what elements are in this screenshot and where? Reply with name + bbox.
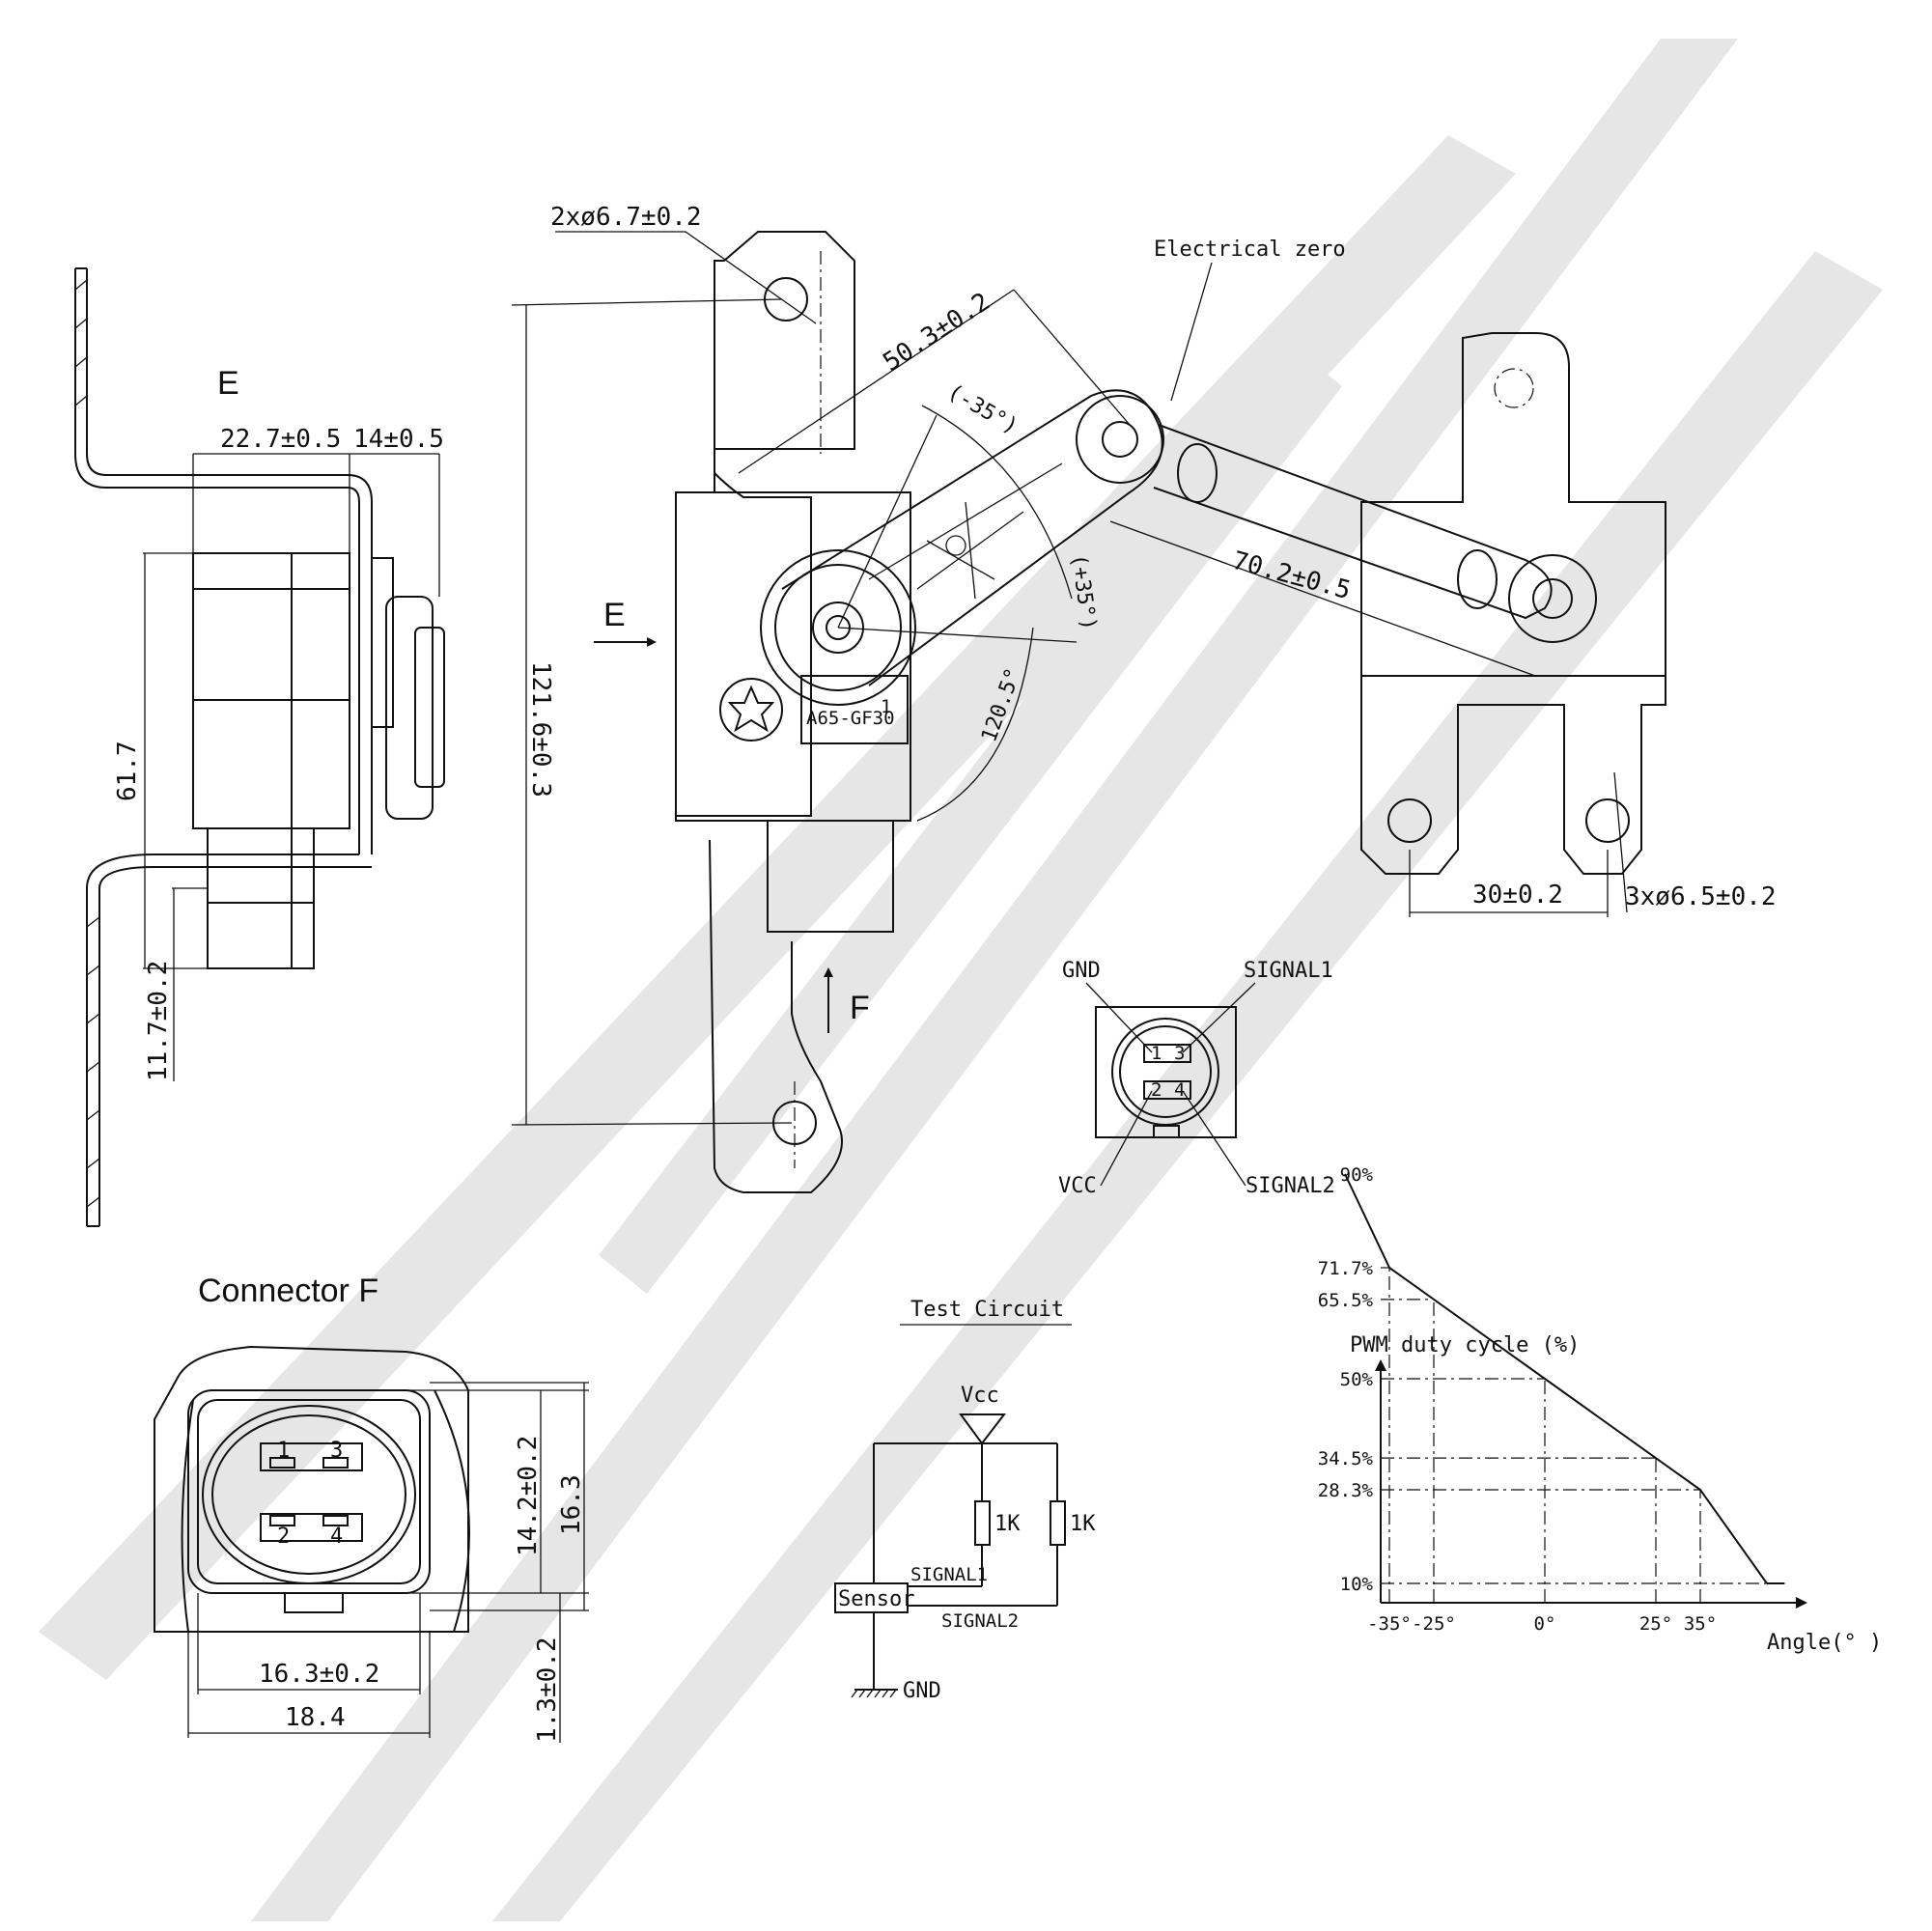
mount-screw [719,678,783,742]
part-marking: A65-GF30 [806,708,895,729]
bracket-pivot [1508,554,1597,643]
chart-title: PWM duty cycle (%) [1350,1333,1580,1357]
pinout-vcc: VCC [1058,1174,1097,1198]
chart-y-tick-label: 65.5% [1318,1290,1374,1311]
dim-height: 121.6±0.3 [526,661,555,798]
connector-f-pin-4: 4 [330,1525,343,1549]
circuit-sensor-label: Sensor [838,1587,914,1611]
chart-x-tick-label: 0° [1534,1613,1556,1635]
side-view: 22.7±0.5 14±0.5 E 61.7 11.7±0.2 [74,267,445,1227]
watermark [39,39,1883,1921]
pinout-signal1: SIGNAL1 [1244,959,1333,983]
rotor-outer [760,549,916,706]
pinout-pin-3: 3 [1174,1043,1185,1064]
side-dim-width-b: 14±0.5 [353,425,444,454]
side-dim-offset: 11.7±0.2 [144,961,173,1081]
view-arrow-e-label: E [603,597,626,633]
chart-y-tick-label: 10% [1340,1574,1374,1595]
main-view: A65-GF30 1 2xø6. [511,203,1777,1193]
chart-series-line [1344,1173,1768,1584]
bracket-top-hole [1494,368,1534,408]
resistor-r1 [974,1500,991,1546]
chart-y-axis-arrow [1375,1359,1386,1371]
chart-x-axis-arrow [1796,1597,1807,1609]
dim-hole-spacing: 30±0.2 [1472,881,1563,910]
circuit-signal2: SIGNAL2 [941,1610,1019,1632]
dim-lever-length: 50.3±0.2 [878,288,994,378]
connector-f-pin-1: 1 [277,1439,290,1463]
connector-dim-tab: 1.3±0.2 [533,1637,562,1743]
circuit-r1-label: 1K [994,1512,1021,1536]
bracket-hole-left [1387,798,1432,843]
circuit-sensor-box [834,1582,909,1613]
chart-x-tick-label: 35° [1684,1613,1717,1635]
chart-y-tick-label: 50% [1340,1369,1374,1390]
rotor-shaft [812,602,864,654]
side-view-label: E [217,365,239,402]
pinout-pin-2: 2 [1151,1079,1162,1101]
connector-f-view: Connector F 1 3 2 4 14.2±0.2 16.3 16.3±0… [154,1273,589,1743]
connector-f-pin-2: 2 [277,1525,290,1549]
pinout-view: 1 3 2 4 GND SIGNAL1 VCC SIGNAL2 [1058,959,1335,1198]
pin-mark: 1 [881,696,891,717]
pinout-gnd: GND [1062,959,1101,983]
connector-dim-outer-width: 18.4 [285,1703,346,1732]
circuit-signal1: SIGNAL1 [910,1564,988,1585]
chart-y-tick-label: 90% [1340,1164,1374,1186]
chart-xlabel: Angle(° ) [1767,1631,1882,1655]
connector-f-pin-3: 3 [330,1439,343,1463]
connector-dim-inner-width: 16.3±0.2 [259,1660,379,1689]
test-circuit: Test Circuit Vcc 1K 1K SIGNAL1 SIGNAL2 S… [834,1298,1096,1703]
side-dim-height: 61.7 [113,741,142,801]
pinout-signal2: SIGNAL2 [1246,1174,1335,1198]
connector-f-seal [202,1405,416,1584]
chart-x-tick-label: -25° [1412,1613,1456,1635]
pinout-pin-4: 4 [1174,1079,1185,1101]
bracket-hole-right [1585,798,1630,843]
circuit-r2-label: 1K [1070,1512,1096,1536]
circuit-vcc: Vcc [961,1384,999,1408]
connector-dim-outer-height: 16.3 [557,1474,586,1535]
connector-dim-inner-height: 14.2±0.2 [514,1436,543,1556]
chart-y-tick-label: 34.5% [1318,1448,1374,1469]
chart-y-tick-label: 71.7% [1318,1258,1374,1279]
pinout-pin-1: 1 [1151,1043,1162,1064]
test-circuit-title: Test Circuit [910,1298,1064,1322]
connector-f-title: Connector F [198,1273,378,1309]
circuit-gnd: GND [903,1679,941,1703]
pwm-chart: PWM duty cycle (%) Angle(° ) 90% 71.7% 65.… [1318,1164,1882,1655]
chart-y-tick-label: 28.3% [1318,1480,1374,1501]
angle-neg: (-35°) [943,380,1022,439]
chart-x-tick-label: -35° [1367,1613,1412,1635]
dim-holes-top: 2xø6.7±0.2 [550,203,702,232]
resistor-r2 [1050,1500,1066,1546]
side-dim-width-a: 22.7±0.5 [220,425,341,454]
right-bracket [1360,332,1666,875]
chart-x-tick-label: 25° [1639,1613,1672,1635]
dim-holes-bracket: 3xø6.5±0.2 [1625,882,1777,911]
electrical-zero-label: Electrical zero [1154,238,1346,262]
view-arrow-f-label: F [850,990,870,1026]
